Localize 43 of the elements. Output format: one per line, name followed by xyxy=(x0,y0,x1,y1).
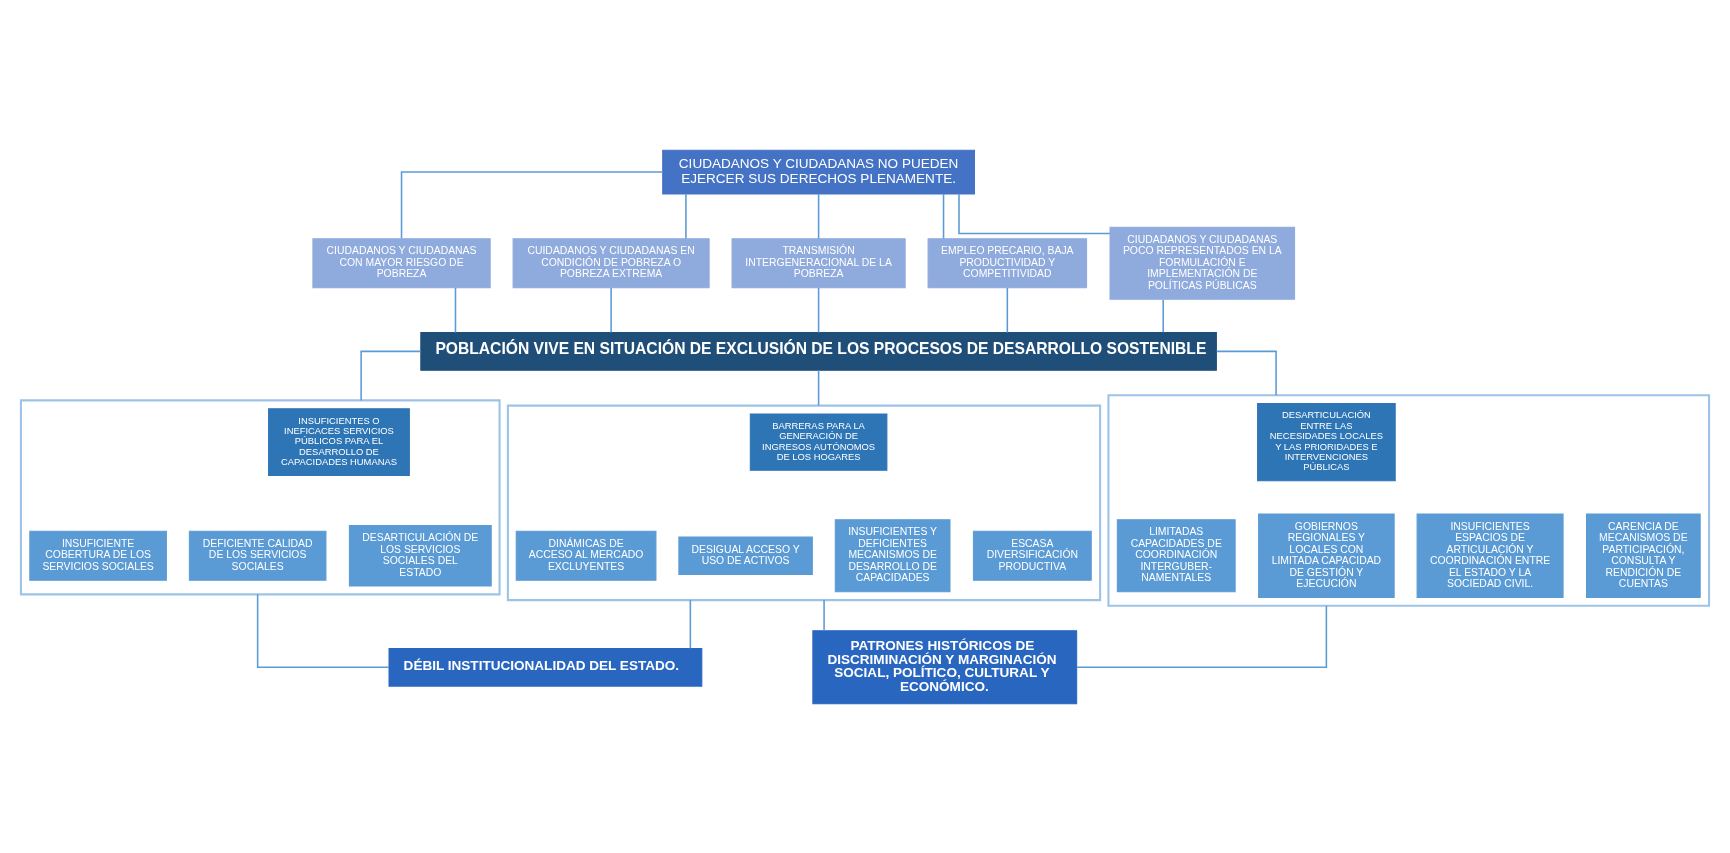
connector xyxy=(1215,350,1277,396)
connector xyxy=(1162,298,1164,333)
connector xyxy=(610,286,612,333)
node-box: CIUDADANOS Y CIUDADANAS CON MAYOR RIESGO DE POBREZA xyxy=(312,237,491,288)
connector xyxy=(817,368,820,406)
node-box: CIUDADANOS Y CIUDADANAS POCO REPRESENTADOS EN LA FORMULACIÓN E IMPLEMENTACIÓN DE POLÍTICAS PÚBLICAS xyxy=(1109,226,1296,300)
cluster xyxy=(506,404,1102,601)
node-box: INSUFICIENTES ESPACIOS DE ARTICULACIÓN Y COORDINACIÓN ENTRE EL ESTADO Y LA SOCIEDAD CIVIL. xyxy=(1416,513,1564,598)
cluster xyxy=(1107,393,1711,607)
connector xyxy=(685,192,687,239)
node-box: ESCASA DIVERSIFICACIÓN PRODUCTIVA xyxy=(972,530,1092,581)
connector xyxy=(360,350,422,401)
node-box: EMPLEO PRECARIO, BAJA PRODUCTIVIDAD Y COMPETITIVIDAD xyxy=(927,237,1088,288)
node-box: DEFICIENTE CALIDAD DE LOS SERVICIOS SOCIALES xyxy=(188,530,327,581)
node-box: DESARTICULACIÓN ENTRE LAS NECESIDADES LOCALES Y LAS PRIORIDADES E INTERVENCIONES PÚBLICAS xyxy=(1257,402,1396,481)
node-box: DINÁMICAS DE ACCESO AL MERCADO EXCLUYENTES xyxy=(515,530,657,581)
connector xyxy=(942,192,945,239)
node-box: CIUDADANOS Y CIUDADANAS NO PUEDEN EJERCER SUS DERECHOS PLENAMENTE. xyxy=(662,149,975,194)
connector xyxy=(1006,286,1009,333)
connector xyxy=(1076,604,1328,668)
node-box: INSUFICIENTES O INEFICACES SERVICIOS PÚBLICOS PARA EL DESARROLLO DE CAPACIDADES HUMANAS xyxy=(268,407,410,476)
node-box: DESARTICULACIÓN DE LOS SERVICIOS SOCIALES DEL ESTADO xyxy=(348,524,492,587)
node-box: INSUFICIENTES Y DEFICIENTES MECANISMOS DE DESARROLLO DE CAPACIDADES xyxy=(834,518,951,592)
cluster xyxy=(19,398,501,595)
node-box: CUIDADANOS Y CIUDADANAS EN CONDICIÓN DE POBREZA O POBREZA EXTREMA xyxy=(512,237,710,288)
node-box: PATRONES HISTÓRICOS DE DISCRIMINACIÓN Y MARGINACIÓN SOCIAL, POLÍTICO, CULTURAL Y ECONÓMICO. xyxy=(812,629,1078,704)
node-box: DESIGUAL ACCESO Y USO DE ACTIVOS xyxy=(678,536,813,575)
connector xyxy=(400,170,664,239)
node-box: LIMITADAS CAPACIDADES DE COORDINACIÓN INTERGUBER-NAMENTALES xyxy=(1116,518,1236,592)
connector xyxy=(817,192,820,239)
connector xyxy=(817,286,820,333)
connector xyxy=(689,598,692,649)
node-box: TRANSMISIÓN INTERGENERACIONAL DE LA POBREZA xyxy=(731,237,906,288)
connector xyxy=(454,286,457,333)
node-box: GOBIERNOS REGIONALES Y LOCALES CON LIMITADA CAPACIDAD DE GESTIÓN Y EJECUCIÓN xyxy=(1258,513,1395,598)
connector xyxy=(256,593,390,668)
node-box: CARENCIA DE MECANISMOS DE PARTICIPACIÓN, CONSULTA Y RENDICIÓN DE CUENTAS xyxy=(1586,513,1701,598)
connector xyxy=(958,193,1111,234)
node-box: INSUFICIENTE COBERTURA DE LOS SERVICIOS SOCIALES xyxy=(29,530,167,581)
node-box: BARRERAS PARA LA GENERACIÓN DE INGRESOS AUTÓNOMOS DE LOS HOGARES xyxy=(749,412,888,471)
node-box: DÉBIL INSTITUCIONALIDAD DEL ESTADO. xyxy=(388,647,703,687)
node-box: POBLACIÓN VIVE EN SITUACIÓN DE EXCLUSIÓN DE LOS PROCESOS DE DESARROLLO SOSTENIBLE xyxy=(420,331,1217,371)
connector xyxy=(823,598,825,632)
